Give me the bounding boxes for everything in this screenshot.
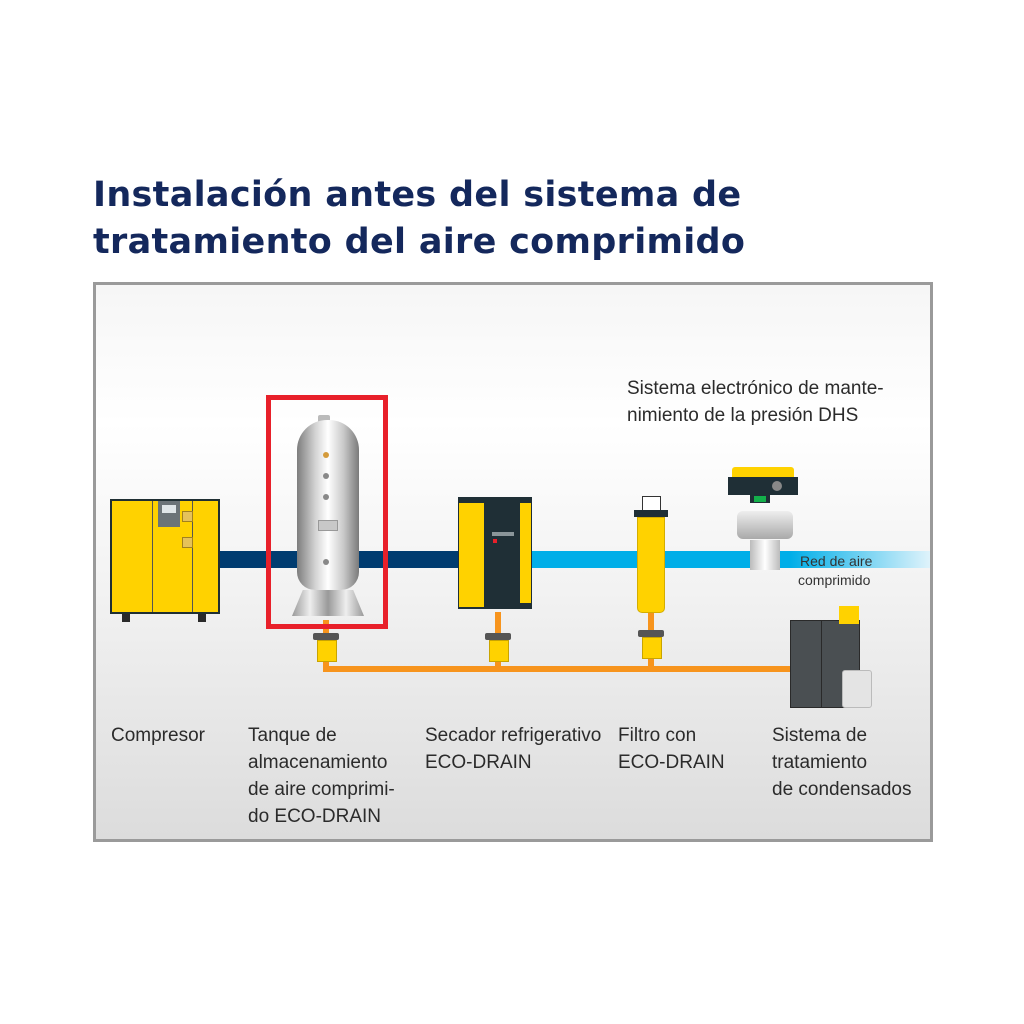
label-line: tratamiento	[772, 752, 868, 773]
filter-icon	[637, 517, 665, 613]
compressor-icon	[110, 499, 220, 614]
label-line: Filtro con	[618, 725, 697, 746]
container-icon	[842, 670, 872, 708]
eco-drain-icon	[638, 630, 664, 659]
label-line: Red de aire	[800, 553, 873, 569]
actuator-icon	[737, 511, 793, 539]
tank-legs	[292, 590, 364, 616]
label-line: comprimido	[798, 572, 871, 588]
highlight-box	[266, 395, 388, 629]
compressed-air-pipe-wet	[218, 551, 530, 568]
page-title: Instalación antes del sistema de tratami…	[93, 172, 745, 266]
label-line: nimiento de la presión DHS	[627, 405, 859, 426]
label-line: do ECO-DRAIN	[248, 806, 382, 827]
condensate-label: Sistema de tratamiento de condensados	[772, 722, 911, 803]
eco-drain-icon	[485, 633, 511, 662]
eco-drain-icon	[313, 633, 339, 662]
label-line: ECO-DRAIN	[618, 752, 725, 773]
ball-valve-icon	[750, 540, 780, 570]
label-line: de condensados	[772, 779, 912, 800]
label-line: Sistema electrónico de mante-	[627, 378, 884, 399]
label-line: de aire comprimi-	[248, 779, 395, 800]
network-label: Red de aire comprimido	[798, 552, 873, 590]
title-line-2: tratamiento del aire comprimido	[93, 222, 746, 262]
label-line: Secador refrigerativo	[425, 725, 602, 746]
dhs-valve-icon	[724, 467, 804, 503]
label-line: ECO-DRAIN	[425, 752, 532, 773]
dhs-label: Sistema electrónico de mante-nimiento de…	[627, 375, 884, 429]
label-line: almacenamiento	[248, 752, 388, 773]
condensate-inlet-icon	[839, 606, 859, 624]
label-line: Compresor	[111, 725, 205, 746]
refrigerated-dryer-icon	[458, 497, 532, 609]
tank-label: Tanque de almacenamiento de aire comprimi-…	[248, 722, 395, 830]
storage-tank-icon	[297, 420, 359, 590]
compressor-label: Compresor	[111, 722, 205, 749]
label-line: Tanque de	[248, 725, 337, 746]
compressed-air-pipe-dry	[530, 551, 930, 568]
label-line: Sistema de	[772, 725, 868, 746]
condensate-line	[323, 666, 793, 672]
title-line-1: Instalación antes del sistema de	[93, 175, 742, 215]
